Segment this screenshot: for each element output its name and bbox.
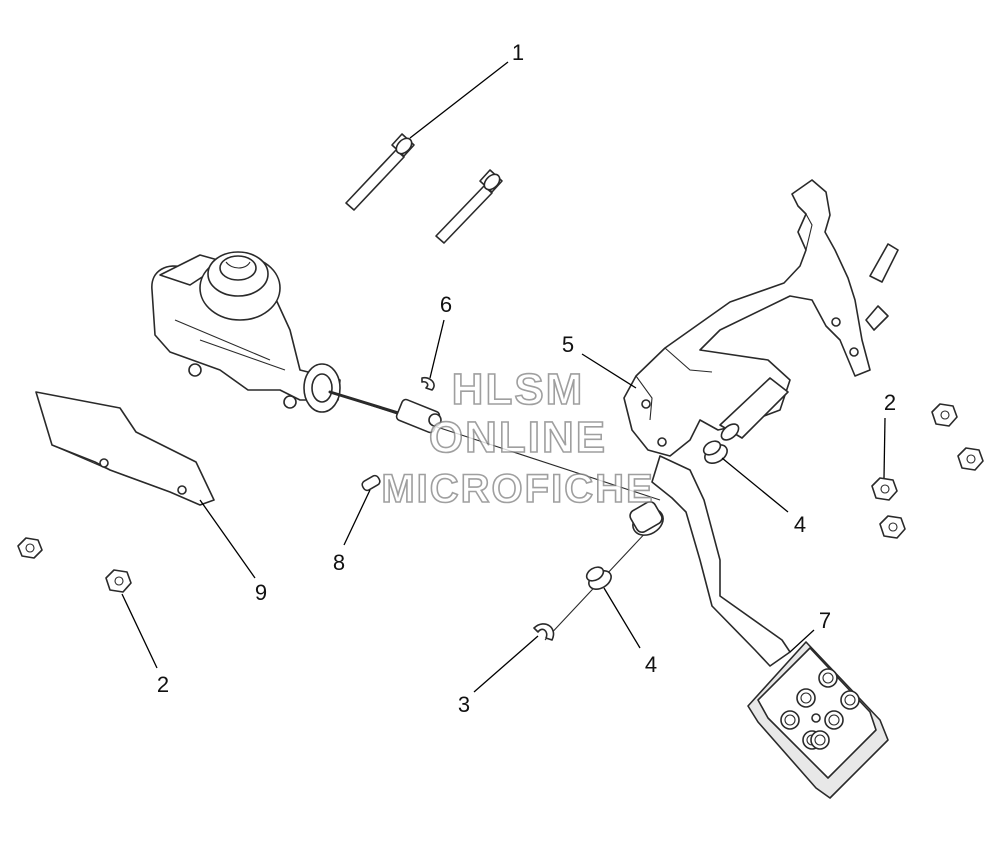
nut-part-2-right-d[interactable]	[957, 447, 984, 471]
nut-part-2-left-b[interactable]	[105, 569, 132, 593]
nut-part-2-right-c[interactable]	[931, 403, 958, 427]
callout-8: 8	[333, 550, 345, 575]
callout-5: 5	[562, 332, 574, 357]
callout-1: 1	[512, 40, 524, 65]
callout-4-upper: 4	[794, 512, 806, 537]
pushrod-clevis[interactable]	[328, 390, 442, 434]
callout-4-lower: 4	[645, 652, 657, 677]
watermark-line-1: HLSM	[452, 365, 585, 414]
clutch-pedal-part-7[interactable]	[628, 455, 889, 799]
nut-part-2-right-b[interactable]	[879, 515, 906, 539]
leader-lines	[121, 61, 886, 693]
bushing-part-4-lower[interactable]	[584, 564, 614, 593]
nut-part-2-right-a[interactable]	[871, 477, 898, 501]
nut-part-2-left-a[interactable]	[17, 537, 43, 559]
callout-9: 9	[255, 580, 267, 605]
callout-3: 3	[458, 692, 470, 717]
bracket-plate-part-9[interactable]	[35, 391, 215, 506]
bolt-part-1-second[interactable]	[435, 169, 503, 244]
bolt-part-1[interactable]	[345, 133, 415, 211]
callout-2-left: 2	[157, 672, 169, 697]
clevis-pin-part-8[interactable]	[361, 474, 382, 492]
retaining-clip-part-3[interactable]	[533, 623, 555, 641]
callout-7: 7	[819, 608, 831, 633]
pedal-bracket-part-5[interactable]	[623, 179, 899, 457]
callout-6: 6	[440, 292, 452, 317]
watermark-line-2: ONLINE	[429, 413, 607, 462]
bushing-part-4-upper[interactable]	[701, 438, 730, 467]
watermark-line-3: MICROFICHE	[381, 467, 654, 511]
callout-2-right: 2	[884, 390, 896, 415]
cotter-pin-part-6[interactable]	[421, 376, 435, 391]
master-cylinder[interactable]	[151, 251, 341, 413]
watermark: HLSM ONLINE MICROFICHE	[381, 364, 654, 512]
